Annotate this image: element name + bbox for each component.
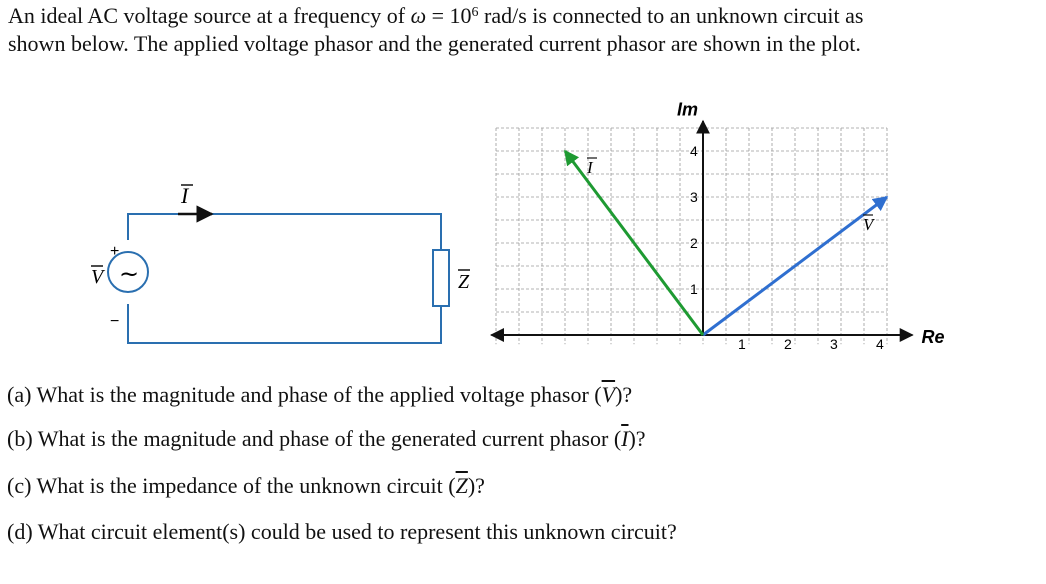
impedance-label: Z xyxy=(458,271,470,293)
impedance-box xyxy=(432,249,450,307)
question-b: (b) What is the magnitude and phase of t… xyxy=(7,426,646,451)
impedance-symbol: Z xyxy=(455,473,468,498)
x-tick-label: 3 xyxy=(830,336,838,352)
plot-phasors: VI xyxy=(563,149,889,337)
statement-line-1: An ideal AC voltage source at a frequenc… xyxy=(8,2,1038,30)
sine-symbol: ~ xyxy=(119,260,139,288)
y-tick-label: 1 xyxy=(690,281,698,297)
plot-ticks: 1 2 3 4 1 2 3 4 xyxy=(690,143,884,352)
question-d: (d) What circuit element(s) could be use… xyxy=(7,519,677,544)
voltage-phasor-label: V xyxy=(863,215,876,234)
im-axis-label: Im xyxy=(677,99,698,119)
circuit-diagram: I ~ + − V Z xyxy=(91,183,470,344)
re-axis-label: Re xyxy=(922,327,945,347)
current-symbol: I xyxy=(621,426,629,451)
statement-text: An ideal AC voltage source at a frequenc… xyxy=(8,3,411,28)
question-c: (c) What is the impedance of the unknown… xyxy=(7,473,485,498)
current-label: I xyxy=(180,183,190,208)
statement-line-2: shown below. The applied voltage phasor … xyxy=(8,31,861,56)
frequency-exponent: 6 xyxy=(471,5,479,20)
x-tick-label: 2 xyxy=(784,336,792,352)
source-label: V xyxy=(91,266,106,288)
top-wire xyxy=(127,213,442,250)
y-tick-label: 3 xyxy=(690,189,698,205)
x-tick-label: 4 xyxy=(876,336,884,352)
current-phasor xyxy=(563,149,705,336)
statement-text-cont: rad/s is connected to an unknown circuit… xyxy=(478,3,864,28)
bottom-wire xyxy=(127,304,442,344)
y-tick-label: 2 xyxy=(690,235,698,251)
plot-axes: Re Im xyxy=(489,99,945,347)
problem-statement: An ideal AC voltage source at a frequenc… xyxy=(8,2,1038,58)
voltage-symbol: V xyxy=(601,382,616,407)
omega-symbol: ω xyxy=(410,3,427,28)
plus-sign: + xyxy=(110,243,119,260)
ac-source-icon xyxy=(107,251,149,293)
current-phasor-label: I xyxy=(586,158,594,177)
voltage-phasor xyxy=(702,195,889,337)
x-tick-label: 1 xyxy=(738,336,746,352)
frequency-value: = 10 xyxy=(426,3,472,28)
question-a: (a) What is the magnitude and phase of t… xyxy=(7,382,633,407)
y-tick-label: 4 xyxy=(690,143,698,159)
minus-sign: − xyxy=(110,313,119,330)
